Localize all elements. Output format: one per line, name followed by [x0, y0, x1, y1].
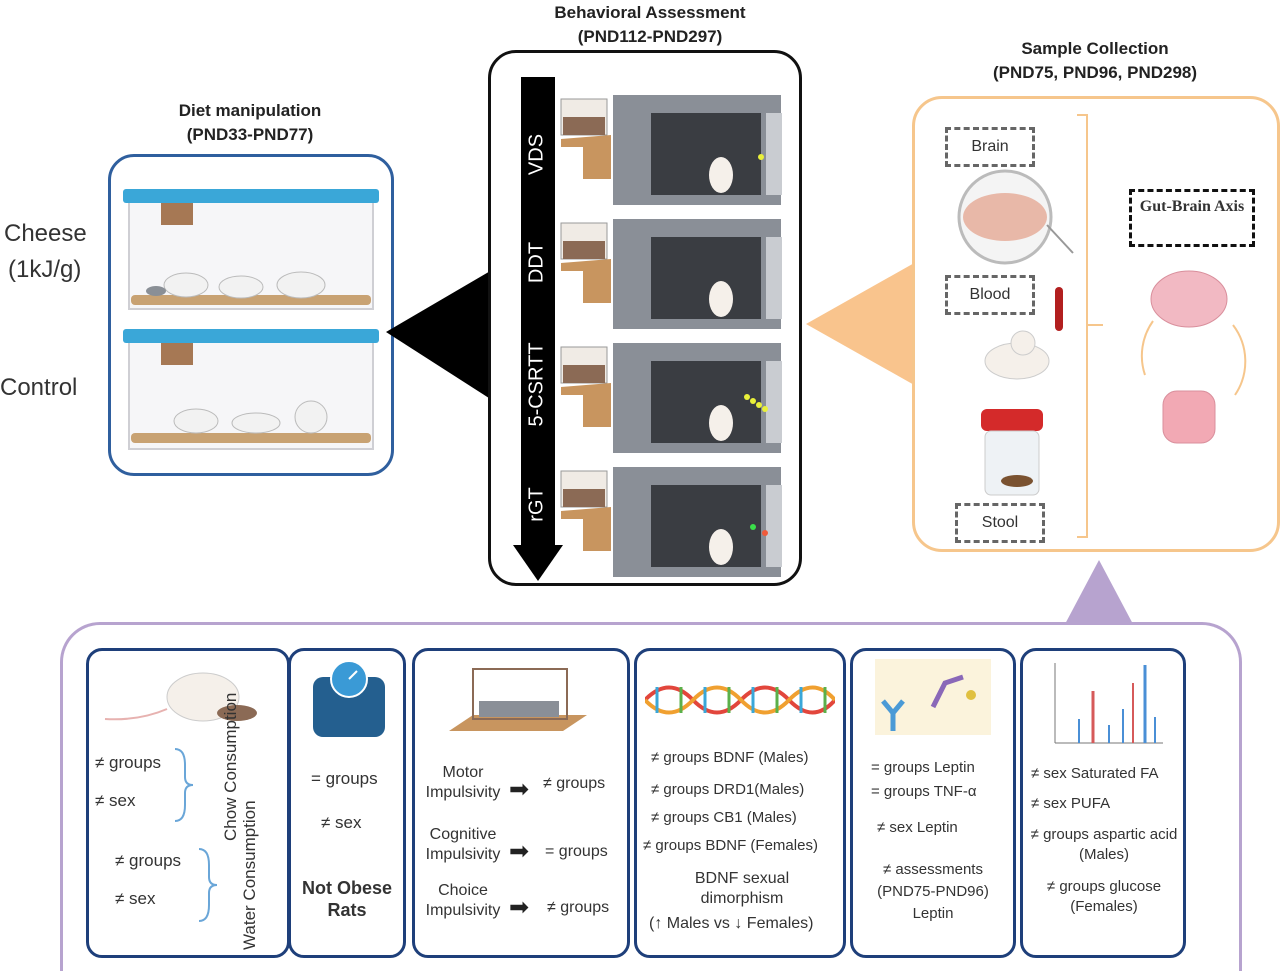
- metabolite-result-4: ≠ groups glucose (Females): [1046, 878, 1162, 915]
- samples-box: Brain Blood Stool Gut-Brain Axis: [912, 96, 1280, 552]
- blood-draw-illustration: [984, 287, 1063, 380]
- immuno-result-2: = groups TNF-α: [871, 783, 977, 800]
- operant-chamber-icon: [449, 668, 587, 731]
- antibody-assay-icon: [875, 659, 991, 735]
- samples-to-results-arrow: [1064, 560, 1134, 626]
- assessments-range: (PND75-PND96): [877, 883, 989, 900]
- behavior-title: Behavioral Assessment: [554, 3, 746, 22]
- samples-title: Sample Collection: [1021, 39, 1169, 58]
- choice-impulsivity-result: ≠ groups: [547, 899, 610, 916]
- behavior-box: VDS DDT 5-CSRTT rGT: [488, 50, 802, 586]
- cages-illustration: [123, 189, 379, 450]
- choice-arrow-icon: ➡: [509, 894, 530, 921]
- test-label-ddt: DDT: [525, 241, 548, 284]
- control-label: Control: [0, 374, 78, 401]
- blood-sample-label: Blood: [945, 275, 1035, 315]
- operant-chambers-illustration: [560, 95, 782, 577]
- brain-tissue-illustration: [957, 169, 1074, 265]
- chow-groups-result: ≠ groups: [95, 753, 162, 772]
- cognitive-arrow-icon: ➡: [509, 838, 530, 865]
- metabolite-spectrum-icon: [1054, 663, 1163, 744]
- stool-sample-label: Stool: [955, 503, 1045, 543]
- diet-to-behavior-arrow: [386, 270, 492, 400]
- water-groups-result: ≠ groups: [115, 851, 182, 870]
- consumption-panel: ≠ groups ≠ sex Chow Consumption ≠ groups…: [86, 648, 290, 958]
- gene-expression-panel: ≠ groups BDNF (Males) ≠ groups DRD1(Male…: [634, 648, 846, 958]
- not-obese-conclusion: Not Obese Rats: [301, 878, 393, 920]
- immunoassay-panel: = groups Leptin = groups TNF-α ≠ sex Lep…: [850, 648, 1016, 958]
- dna-helix-icon: [645, 685, 835, 715]
- chow-sex-result: ≠ sex: [95, 791, 136, 810]
- scale-icon: [313, 660, 385, 737]
- samples-bracket: [1077, 114, 1103, 538]
- motor-impulsivity-result: ≠ groups: [543, 775, 606, 792]
- test-label-rgt: rGT: [525, 487, 548, 522]
- immuno-result-1: = groups Leptin: [871, 759, 975, 776]
- gene-result-3: ≠ groups CB1 (Males): [651, 809, 797, 826]
- test-label-vds: VDS: [525, 133, 548, 176]
- impulsivity-panel: Motor Impulsivity ➡ ≠ groups Cognitive I…: [412, 648, 630, 958]
- gut-brain-axis-label: Gut-Brain Axis: [1129, 189, 1255, 247]
- chow-brace: [174, 748, 194, 822]
- behavior-to-samples-arrow: [806, 262, 916, 386]
- chow-consumption-label: Chow Consumption: [221, 692, 240, 841]
- diet-range: (PND33-PND77): [186, 125, 314, 144]
- water-consumption-label: Water Consumption: [240, 800, 259, 950]
- metabolite-result-3: ≠ groups aspartic acid (Males): [1030, 826, 1178, 863]
- rat-eating-illustration: [104, 672, 257, 722]
- metabolite-result-2: ≠ sex PUFA: [1031, 795, 1111, 812]
- samples-range: (PND75, PND96, PND298): [992, 63, 1198, 82]
- motor-impulsivity-label: Motor Impulsivity: [425, 764, 501, 801]
- gene-result-4: ≠ groups BDNF (Females): [643, 837, 818, 854]
- stool-container-illustration: [981, 409, 1043, 496]
- bdnf-dimorphism-detail: (↑ Males vs ↓ Females): [649, 915, 814, 932]
- brain-sample-label: Brain: [945, 127, 1035, 167]
- diet-box: [108, 154, 394, 476]
- weight-sex-result: ≠ sex: [321, 813, 362, 832]
- gene-result-1: ≠ groups BDNF (Males): [651, 749, 809, 766]
- metabolite-result-1: ≠ sex Saturated FA: [1031, 765, 1159, 782]
- gene-result-2: ≠ groups DRD1(Males): [651, 781, 805, 798]
- cognitive-impulsivity-label: Cognitive Impulsivity: [425, 826, 501, 863]
- timeline-arrow: [513, 77, 563, 581]
- bdnf-dimorphism-label: BDNF sexual dimorphism: [694, 870, 790, 907]
- diet-title: Diet manipulation: [178, 101, 322, 120]
- test-label-5csrtt: 5-CSRTT: [525, 342, 548, 427]
- cheese-label: Cheese: [4, 220, 87, 247]
- choice-impulsivity-label: Choice Impulsivity: [425, 882, 501, 919]
- cognitive-impulsivity-result: = groups: [545, 843, 608, 860]
- metabolomics-panel: ≠ sex Saturated FA ≠ sex PUFA ≠ groups a…: [1020, 648, 1186, 958]
- assessments-target: Leptin: [912, 905, 954, 922]
- immuno-result-3: ≠ sex Leptin: [877, 819, 958, 836]
- water-sex-result: ≠ sex: [115, 889, 156, 908]
- assessments-label: ≠ assessments: [883, 861, 983, 878]
- body-weight-panel: = groups ≠ sex Not Obese Rats: [288, 648, 406, 958]
- cheese-energy-label: (1kJ/g): [8, 256, 82, 283]
- weight-groups-result: = groups: [311, 769, 378, 788]
- water-brace: [198, 848, 218, 922]
- motor-arrow-icon: ➡: [509, 776, 530, 803]
- behavior-range: (PND112-PND297): [577, 27, 723, 46]
- gut-brain-axis-illustration: [1140, 270, 1247, 444]
